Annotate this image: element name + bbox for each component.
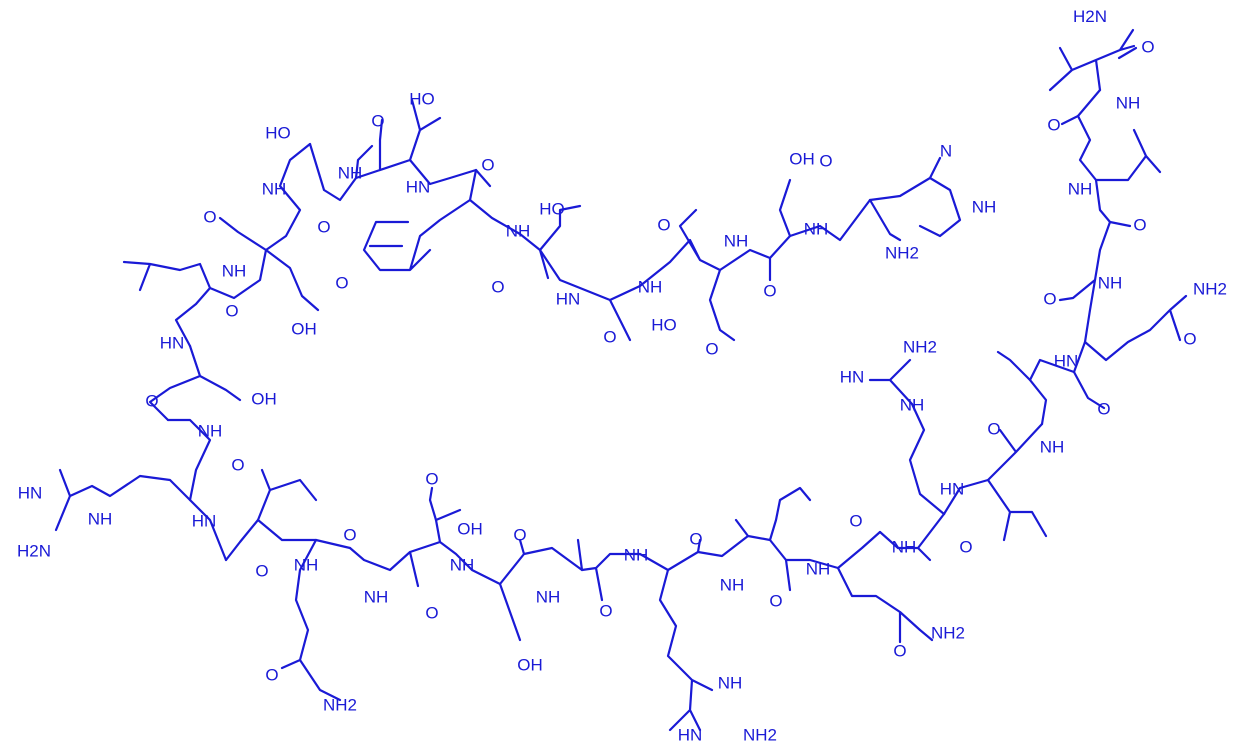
atom-label-nh-leu-leu: NH <box>1040 437 1065 456</box>
atom-label-o-glu: O <box>203 207 216 226</box>
atom-label-nh-gln-leu-l: NH <box>294 555 319 574</box>
atom-label-o-gln-b2: O <box>893 641 906 660</box>
atom-label-h2n-guan-r: NH2 <box>903 337 937 356</box>
atom-label-o-asp-b: O <box>425 603 438 622</box>
atom-label-nh-val-leu: NH <box>1116 93 1141 112</box>
atom-label-nh-ser-his: NH <box>804 219 829 238</box>
atom-label-o-leu-c: O <box>1047 115 1060 134</box>
atom-label-oh-ser-t: HO <box>265 123 291 142</box>
atom-label-o-asp-b2: O <box>425 469 438 488</box>
atom-label-nh-arg-ser: NH <box>198 421 223 440</box>
atom-label-o-gln-l: O <box>343 525 356 544</box>
atom-label-o-thr-t: O <box>371 111 384 130</box>
atom-label-hn-thr-gly: HN <box>556 289 581 308</box>
atom-label-nh-phe-thr: NH <box>506 221 531 240</box>
atom-label-nh-gly-gln: NH <box>1098 273 1123 292</box>
atom-label-o-cterm: O <box>1141 37 1154 56</box>
atom-label-nh-guan-r: NH <box>900 395 925 414</box>
atom-label-o-ala: O <box>599 601 612 620</box>
atom-label-o-phe: O <box>481 155 494 174</box>
atom-label-nh-arg-gln: NH <box>892 537 917 556</box>
atom-label-nh-leu-gly: NH <box>1068 179 1093 198</box>
atom-label-o-leu-b: O <box>987 419 1000 438</box>
atom-label-o-gln-r: O <box>1043 289 1056 308</box>
atom-label-nh-gln-leu: NH <box>806 559 831 578</box>
atom-label-n-imid: N <box>940 141 952 160</box>
atom-label-o-gly-2: O <box>603 327 616 346</box>
atom-label-nh-ala-ser: NH <box>536 587 561 606</box>
atom-label-o-leu-m: O <box>769 591 782 610</box>
atom-label-nh-imid: NH <box>972 197 997 216</box>
atom-label-nh2-his: NH2 <box>885 243 919 262</box>
atom-label-o-glu-acid: O <box>335 273 348 292</box>
atom-label-nh2-gln-r: NH2 <box>1193 279 1227 298</box>
atom-label-o-leu-l: O <box>255 561 268 580</box>
atom-label-hn-guan-l: HN <box>18 483 43 502</box>
atom-label-oh-thr-2: HO <box>539 199 565 218</box>
atom-label-nh2-gln-b: NH2 <box>931 623 965 642</box>
atom-label-nh-guan-l: NH <box>88 509 113 528</box>
atom-label-nh-ser-asp: NH <box>450 555 475 574</box>
atom-label-nh-asp-ser: NH <box>724 231 749 250</box>
atom-label-o-leu-a: O <box>1097 399 1110 418</box>
atom-label-o-asp-t: O <box>657 215 670 234</box>
atom-label-o-gln-r2: O <box>1183 329 1196 348</box>
atom-label-o-ser-b: O <box>513 525 526 544</box>
atom-label-o-gly: O <box>1133 215 1146 234</box>
atom-label-hn-leu-arg-l: HN <box>192 511 217 530</box>
atom-label-hn-guan-m: HN <box>678 725 703 744</box>
atom-label-nh-ser-thr: NH <box>338 163 363 182</box>
atom-label-hn-thr-phe: HN <box>406 177 431 196</box>
atom-label-nh-leu-glu: NH <box>222 261 247 280</box>
atom-label-o-arg-l: O <box>231 455 244 474</box>
atom-label-nh-gly-asp: NH <box>638 277 663 296</box>
atom-label-nh-asp-gln: NH <box>364 587 389 606</box>
atom-label-oh-asp-t: HO <box>651 315 677 334</box>
atom-label-o-thr-2: O <box>491 277 504 296</box>
atom-label-o-ser-l: O <box>145 391 158 410</box>
atom-label-oh-thr-t: HO <box>409 89 435 108</box>
atom-label-o-arg-m: O <box>689 529 702 548</box>
atom-label-h2n-guan-l: H2N <box>17 541 51 560</box>
atom-label-nh-glu-ser: NH <box>262 179 287 198</box>
atom-label-hn-guan-r: HN <box>840 367 865 386</box>
atom-label-hn-gln-leu: HN <box>1054 351 1079 370</box>
atom-label-o-his: O <box>819 151 832 170</box>
atom-label-oh-ser-b: OH <box>517 655 543 674</box>
atom-label-hn-ser-leu: HN <box>160 333 185 352</box>
atom-label-oh-ser-l: OH <box>251 389 277 408</box>
atom-label-nh-arg-guan: NH <box>718 673 743 692</box>
atom-label-o-ser-n: O <box>763 281 776 300</box>
atom-label-hn-leu-arg: HN <box>940 479 965 498</box>
bond-lines <box>54 28 1188 732</box>
atom-labels: H2N O NH O NH O NH O NH2 O HN O NH O HN … <box>17 7 1227 744</box>
atom-label-o-gln-b: O <box>849 511 862 530</box>
atom-label-nh-arg-ala: NH <box>624 545 649 564</box>
atom-label-oh-asp-b: OH <box>457 519 483 538</box>
atom-label-o-ser-t: O <box>317 217 330 236</box>
atom-label-o-gln-l2: O <box>265 665 278 684</box>
atom-label-o-asp-t2: O <box>705 339 718 358</box>
atom-label-nh2-guan-m: NH2 <box>743 725 777 744</box>
atom-label-o-arg-r: O <box>959 537 972 556</box>
atom-label-nh-leu-arg: NH <box>720 575 745 594</box>
atom-label-oh-glu-acid: OH <box>291 319 317 338</box>
atom-label-o-leu-top: O <box>225 301 238 320</box>
atom-label-h2n-cterm: H2N <box>1073 7 1107 26</box>
atom-label-nh2-gln-l: NH2 <box>323 695 357 714</box>
atom-label-oh-ser-n: OH <box>789 149 815 168</box>
